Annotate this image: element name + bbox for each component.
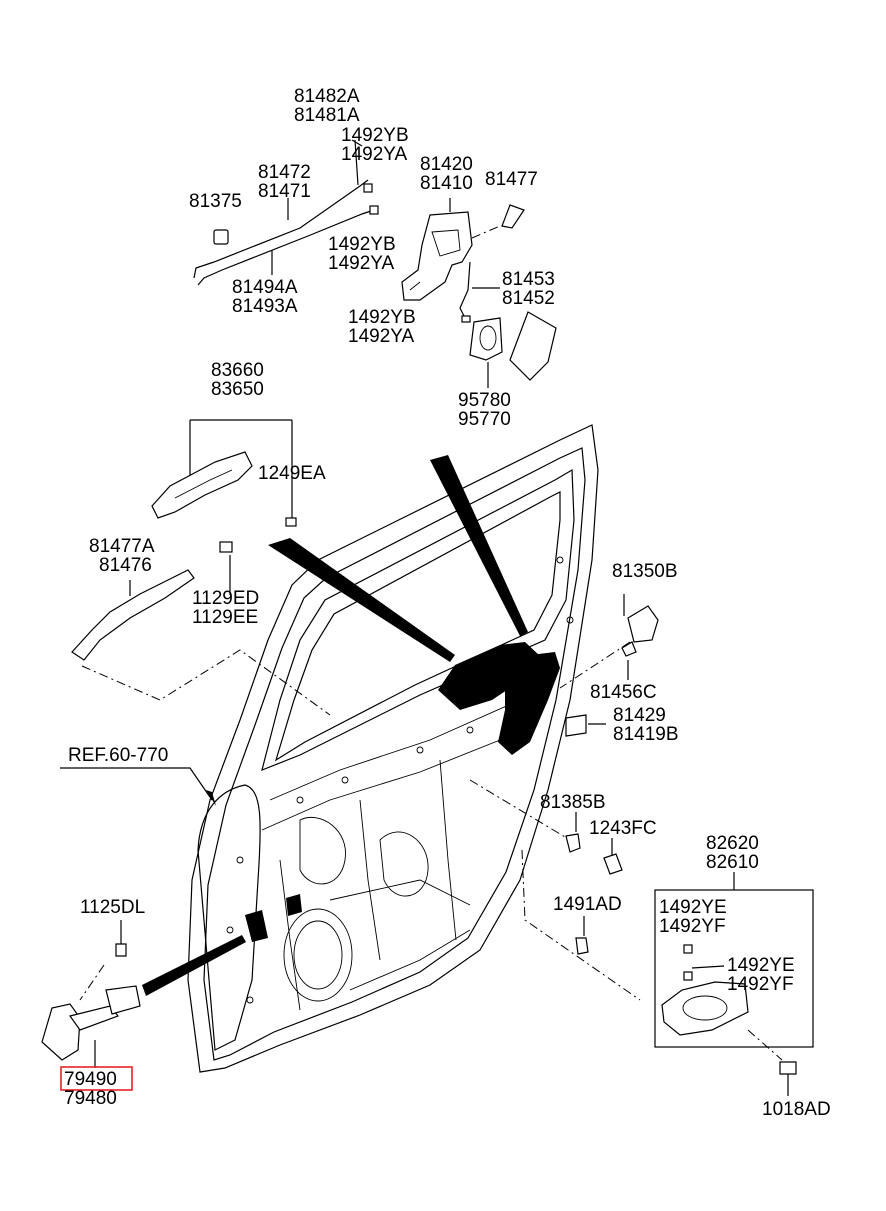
label-81476: 81476 bbox=[99, 555, 152, 576]
door-checker bbox=[41, 920, 141, 1068]
label-81477A: 81477A bbox=[89, 536, 155, 557]
label-1492YE-b: 1492YE bbox=[727, 955, 795, 976]
door-panel bbox=[142, 424, 599, 1073]
label-79490[interactable]: 79490 bbox=[64, 1069, 117, 1090]
label-1492YB-a: 1492YB bbox=[341, 125, 409, 146]
label-82620: 82620 bbox=[706, 833, 759, 854]
label-81419B: 81419B bbox=[613, 724, 679, 745]
label-1018AD: 1018AD bbox=[762, 1099, 831, 1120]
label-1249EA: 1249EA bbox=[258, 463, 326, 484]
label-79480: 79480 bbox=[64, 1088, 117, 1109]
label-83650: 83650 bbox=[211, 379, 264, 400]
label-1492YB-b: 1492YB bbox=[328, 234, 396, 255]
highlight-box-79490 bbox=[60, 1066, 133, 1091]
ref-leader bbox=[60, 767, 213, 801]
part-labels: 81482A 81481A 1492YB 1492YA 81472 81471 … bbox=[60, 86, 831, 1120]
label-81482A: 81482A bbox=[294, 86, 360, 107]
label-81477: 81477 bbox=[485, 169, 538, 190]
lock-rod bbox=[71, 569, 331, 716]
label-81410: 81410 bbox=[420, 173, 473, 194]
label-1492YE-a: 1492YE bbox=[659, 897, 727, 918]
label-1243FC: 1243FC bbox=[589, 818, 657, 839]
label-83660: 83660 bbox=[211, 360, 264, 381]
label-1492YF-a: 1492YF bbox=[659, 916, 726, 937]
label-1129ED: 1129ED bbox=[192, 588, 259, 609]
inside-handle-group bbox=[654, 872, 814, 1096]
label-1492YA-c: 1492YA bbox=[348, 326, 415, 347]
label-1492YA-b: 1492YA bbox=[328, 253, 395, 274]
label-81385B: 81385B bbox=[540, 792, 606, 813]
ref-arrowhead bbox=[206, 790, 216, 806]
striker bbox=[559, 605, 659, 737]
label-1491AD: 1491AD bbox=[553, 894, 622, 915]
label-81350B: 81350B bbox=[612, 561, 678, 582]
label-81493A: 81493A bbox=[232, 296, 298, 317]
outside-handle bbox=[151, 419, 297, 553]
rod-assembly bbox=[193, 139, 379, 286]
label-81453: 81453 bbox=[502, 269, 555, 290]
label-81375: 81375 bbox=[189, 191, 242, 212]
label-81481A: 81481A bbox=[294, 105, 360, 126]
label-1492YF-b: 1492YF bbox=[727, 974, 794, 995]
label-81471: 81471 bbox=[258, 181, 311, 202]
label-1125DL: 1125DL bbox=[80, 897, 145, 918]
label-81456C: 81456C bbox=[590, 682, 657, 703]
label-81420: 81420 bbox=[420, 154, 473, 175]
label-ref: REF.60-770 bbox=[68, 745, 168, 766]
label-95780: 95780 bbox=[458, 390, 511, 411]
label-81472: 81472 bbox=[258, 162, 311, 183]
label-81494A: 81494A bbox=[232, 277, 298, 298]
latch-actuator bbox=[401, 198, 557, 388]
label-81452: 81452 bbox=[502, 288, 555, 309]
label-82610: 82610 bbox=[706, 852, 759, 873]
label-1129EE: 1129EE bbox=[192, 607, 258, 628]
right-fasteners bbox=[469, 779, 641, 1001]
label-1492YA-a: 1492YA bbox=[341, 144, 408, 165]
label-95770: 95770 bbox=[458, 409, 511, 430]
label-81429: 81429 bbox=[613, 705, 666, 726]
label-1492YB-c: 1492YB bbox=[348, 307, 416, 328]
